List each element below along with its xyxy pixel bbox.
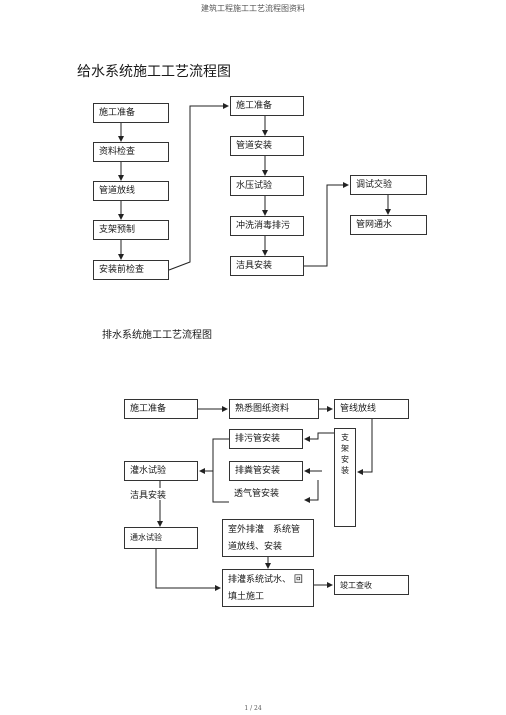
ws-step-bracket-prefab: 支架预制 <box>93 220 169 240</box>
dr-step-soil-pipe: 排粪管安装 <box>229 461 303 481</box>
dr-step-outdoor-drainage: 室外排灌 系统管道放线、安装 <box>222 519 314 557</box>
ws-step-construction-prep-2: 施工准备 <box>230 96 304 116</box>
dr-step-vent-pipe: 透气管安装 <box>234 489 280 499</box>
dr-bracket-install-box <box>334 428 356 527</box>
dr-bracket-install-label: 支架安装 <box>341 433 349 475</box>
dr-step-drainage-test: 排灌系统试水、 回填土施工 <box>222 569 314 607</box>
ws-step-flush-disinfect: 冲洗消毒排污 <box>230 216 304 236</box>
ws-step-commissioning: 调试交验 <box>350 175 427 195</box>
dr-arrow-bracket-to-sewage <box>304 432 334 442</box>
ws-arrow-col2-to-col3 <box>304 182 349 267</box>
ws-step-construction-prep: 施工准备 <box>93 103 169 123</box>
ws-step-pre-install-check: 安装前检查 <box>93 260 169 280</box>
ws-step-pressure-test: 水压试验 <box>230 176 304 196</box>
water-supply-title: 给水系统施工工艺流程图 <box>77 64 231 80</box>
dr-step-final-acceptance: 竣工查收 <box>334 575 409 595</box>
dr-arrow-flow-to-drainage-test <box>155 549 221 591</box>
ws-step-pipe-install: 管道安装 <box>230 136 304 156</box>
dr-step-pipe-layout: 管线放线 <box>334 399 409 419</box>
dr-step-water-fill-test: 灌水试验 <box>124 461 198 481</box>
ws-arrow-col1-to-col2 <box>168 103 229 271</box>
dr-step-construction-prep: 施工准备 <box>124 399 198 419</box>
dr-arrow-layout-down <box>357 419 373 475</box>
page-number: 1 / 24 <box>244 705 262 712</box>
ws-step-pipe-layout: 管道放线 <box>93 181 169 201</box>
ws-step-document-check: 资料检查 <box>93 142 169 162</box>
dr-step-fixture-install: 洁具安装 <box>130 491 167 501</box>
dr-step-study-drawings: 熟悉图纸资料 <box>229 399 319 419</box>
page-header: 建筑工程施工工艺流程图资料 <box>201 4 305 13</box>
dr-step-sewage-pipe: 排污管安装 <box>229 429 303 449</box>
dr-arrow-bracket-to-vent <box>304 480 319 503</box>
ws-step-network-flow: 管网通水 <box>350 215 427 235</box>
drainage-title: 排水系统施工工艺流程图 <box>102 330 212 341</box>
ws-step-fixture-install: 洁具安装 <box>230 256 304 276</box>
dr-pipe-bracket-left <box>212 438 229 503</box>
dr-step-flow-test: 通水试验 <box>124 527 198 549</box>
